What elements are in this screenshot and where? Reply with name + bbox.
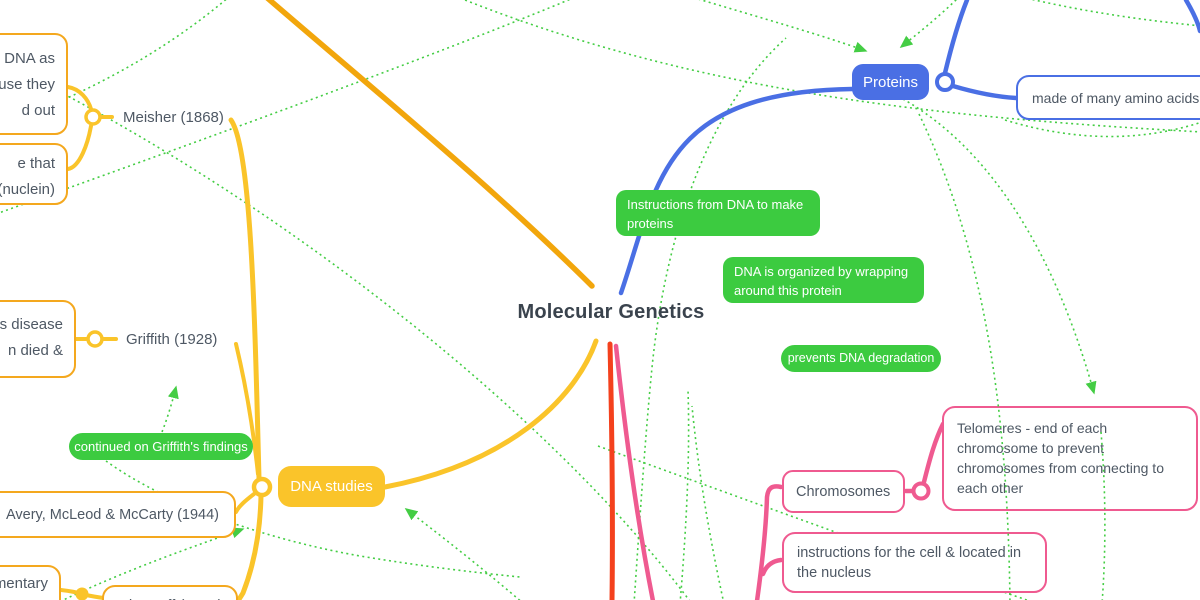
pill-prevents-degradation[interactable]: prevents DNA degradation: [781, 345, 941, 372]
box-avery[interactable]: Avery, McLeod & McCarty (1944): [0, 491, 236, 538]
box-fragment-nuclein[interactable]: e that (nuclein): [0, 143, 68, 205]
dotted-link: [1031, 0, 1200, 27]
pill-dna-to-proteins[interactable]: Instructions from DNA to make proteins: [616, 190, 820, 236]
branch-yellow-meisher-trunk: [228, 117, 262, 481]
pill-dna-wrapping[interactable]: DNA is organized by wrapping around this…: [723, 257, 924, 303]
box-telomeres[interactable]: Telomeres - end of each chromosome to pr…: [942, 406, 1198, 511]
node-proteins[interactable]: Proteins: [852, 64, 929, 100]
box-fragment-mentary[interactable]: mentary: [0, 565, 61, 600]
branch-yellow-meisher-curl-bottom: [66, 124, 93, 171]
label-meisher[interactable]: Meisher (1868): [123, 109, 224, 126]
dotted-link: [0, 0, 571, 214]
junction-dna-studies[interactable]: [251, 476, 273, 498]
branch-yellow-meisher-curl-top: [66, 85, 93, 111]
branch-yellow-center-dna: [382, 338, 599, 490]
box-fragment-disease[interactable]: s disease n died &: [0, 300, 76, 378]
branch-yellow-down: [235, 493, 264, 600]
pill-continued-griffith[interactable]: continued on Griffith's findings: [69, 433, 253, 460]
dotted-link-arrow: [159, 385, 179, 438]
branch-pink-instructions-hook: [760, 557, 784, 577]
node-dna-studies[interactable]: DNA studies: [278, 466, 385, 507]
branch-pink-telomeres-link: [921, 421, 946, 485]
branch-orange: [265, 0, 595, 289]
dotted-link: [691, 405, 724, 600]
junction-chromosomes[interactable]: [911, 481, 931, 501]
branch-red: [607, 341, 615, 600]
branch-yellow-mentary-link: [59, 588, 105, 600]
dotted-link: [679, 389, 690, 600]
junction-meisher[interactable]: [84, 108, 102, 126]
dotted-link-arrow: [698, 0, 868, 53]
node-chromosomes[interactable]: Chromosomes: [782, 470, 905, 513]
root-topic-title[interactable]: Molecular Genetics: [517, 301, 705, 323]
dotted-link: [1004, 119, 1200, 138]
junction-proteins[interactable]: [935, 72, 955, 92]
branch-blue-amino: [950, 83, 1019, 101]
branch-pink-center-down: [613, 343, 656, 600]
box-amino-acids[interactable]: made of many amino acids: [1016, 75, 1200, 120]
junction-griffith[interactable]: [86, 330, 104, 348]
branch-yellow-avery-link: [234, 492, 256, 514]
branch-blue-corner: [1183, 0, 1200, 34]
box-fragment-dna-as[interactable]: e DNA as use they d out: [0, 33, 68, 135]
junction-dot-mentary[interactable]: [75, 587, 89, 600]
branch-blue-up: [942, 0, 970, 76]
box-cell-instructions[interactable]: instructions for the cell & located in t…: [782, 532, 1047, 593]
box-chargaff[interactable]: Chargaff (1950): [102, 585, 238, 600]
dotted-link-arrow: [404, 508, 521, 600]
branch-pink-trunk: [754, 484, 784, 600]
label-griffith[interactable]: Griffith (1928): [126, 331, 218, 348]
dotted-link-arrow: [899, 0, 958, 48]
